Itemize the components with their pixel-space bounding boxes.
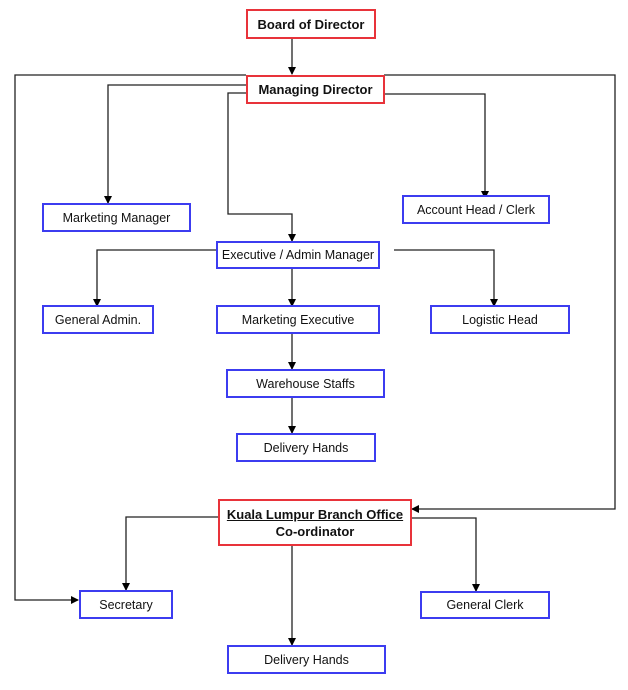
- edge-md-kl-branch: [384, 74, 616, 513]
- node-marketing-executive[interactable]: Marketing Executive: [216, 305, 380, 334]
- node-label: Board of Director: [257, 16, 365, 32]
- node-label: Logistic Head: [462, 312, 538, 327]
- node-general-clerk[interactable]: General Clerk: [420, 591, 550, 619]
- node-label: General Clerk: [446, 598, 524, 612]
- edge-md-account-head: [384, 93, 489, 199]
- edge-exec-general-admin: [93, 249, 217, 307]
- edge-md-outer-loop: [14, 74, 246, 604]
- node-logistic-head[interactable]: Logistic Head: [430, 305, 570, 334]
- edge-md-marketing-manager: [104, 84, 246, 204]
- node-delivery-hands-hq[interactable]: Delivery Hands: [236, 433, 376, 462]
- node-label-line1: Kuala Lumpur Branch Office: [226, 506, 404, 522]
- node-delivery-hands-branch[interactable]: Delivery Hands: [227, 645, 386, 674]
- node-label: Marketing Executive: [241, 312, 355, 327]
- node-general-admin[interactable]: General Admin.: [42, 305, 154, 334]
- node-label: Marketing Manager: [62, 210, 171, 225]
- edge-exec-logistic-head: [394, 249, 498, 307]
- node-label: Secretary: [99, 597, 153, 612]
- edge-kl-general-clerk: [411, 517, 480, 592]
- node-label: Warehouse Staffs: [256, 376, 355, 391]
- node-label: Managing Director: [258, 82, 373, 97]
- node-account-head[interactable]: Account Head / Clerk: [402, 195, 550, 224]
- node-label: Executive / Admin Manager: [221, 248, 375, 262]
- node-warehouse-staffs[interactable]: Warehouse Staffs: [226, 369, 385, 398]
- node-label: Account Head / Clerk: [416, 202, 536, 217]
- node-exec-admin-manager[interactable]: Executive / Admin Manager: [216, 241, 380, 269]
- node-board-of-director[interactable]: Board of Director: [246, 9, 376, 39]
- node-managing-director[interactable]: Managing Director: [246, 75, 385, 104]
- node-label: Delivery Hands: [264, 652, 349, 667]
- edge-kl-secretary: [122, 516, 218, 591]
- node-label: General Admin.: [54, 312, 142, 327]
- edge-md-exec-admin: [227, 92, 296, 242]
- node-label: Delivery Hands: [263, 440, 349, 455]
- node-marketing-manager[interactable]: Marketing Manager: [42, 203, 191, 232]
- node-secretary[interactable]: Secretary: [79, 590, 173, 619]
- node-kl-branch-coordinator[interactable]: Kuala Lumpur Branch Office Co-ordinator: [218, 499, 412, 546]
- node-label-line2: Co-ordinator: [275, 523, 355, 539]
